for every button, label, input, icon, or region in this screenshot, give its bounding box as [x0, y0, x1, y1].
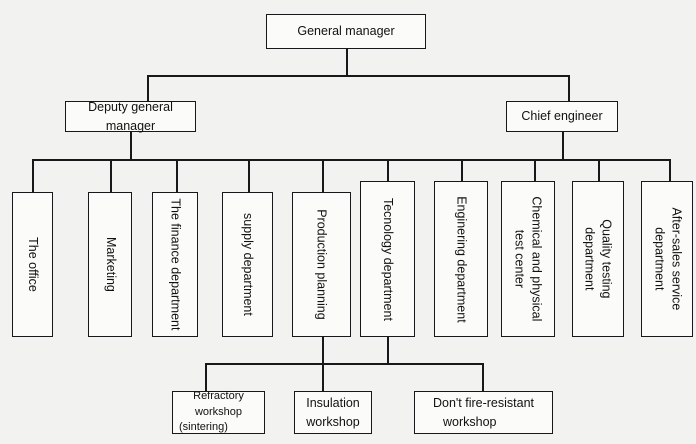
node-general-manager-label: General manager [297, 24, 395, 39]
node-dont-fire-resistant-workshop-line1: Don't fire-resistant [432, 396, 535, 411]
connector-technology-stem [387, 337, 389, 364]
connector-gm-stem [346, 49, 348, 76]
connector-drop-finance [176, 159, 178, 192]
connector-drop-chemical-test [534, 159, 536, 181]
node-after-sales-line2: department [652, 227, 666, 291]
node-engineering-department-label: Enginering department [454, 195, 469, 323]
connector-to-deputy [147, 75, 149, 102]
node-marketing-label: Marketing [103, 237, 118, 292]
connector-drop-refractory [205, 363, 207, 391]
connector-drop-the-office [32, 159, 34, 192]
node-after-sales-service-department-label: After-sales service department [650, 208, 684, 311]
connector-drop-after-sales [669, 159, 671, 181]
node-marketing[interactable]: Marketing [88, 192, 132, 337]
connector-production-planning-stem [322, 337, 324, 364]
node-after-sales-service-department[interactable]: After-sales service department [641, 181, 693, 337]
node-refractory-workshop-line2: (sintering) [179, 421, 228, 434]
node-quality-testing-line2: department [583, 227, 597, 291]
node-refractory-workshop[interactable]: Refractory workshop (sintering) [172, 389, 265, 434]
node-chemical-and-physical-test-center-label: Chemical and physical test center [511, 196, 545, 321]
node-supply-department[interactable]: supply department [222, 192, 273, 337]
node-the-office-label: The office [25, 237, 40, 292]
node-chemical-test-line1: Chemical and physical [529, 196, 544, 322]
connector-deputy-stem [130, 132, 132, 160]
node-deputy-general-manager[interactable]: Deputy general manager [65, 100, 196, 133]
node-insulation-workshop-line1: Insulation [306, 396, 360, 411]
connector-drop-technology [387, 159, 389, 181]
node-general-manager[interactable]: General manager [266, 14, 426, 49]
node-the-finance-department-label: The finance department [168, 198, 183, 331]
node-quality-testing-line1: Quality testing [599, 219, 614, 299]
node-the-finance-department[interactable]: The finance department [152, 192, 198, 337]
node-insulation-workshop-line2: workshop [306, 414, 360, 429]
node-chemical-test-line2: test center [513, 229, 527, 289]
node-chief-engineer-label: Chief engineer [521, 109, 603, 124]
node-deputy-general-manager-label: Deputy general manager [88, 100, 173, 133]
node-chief-engineer[interactable]: Chief engineer [506, 101, 618, 132]
connector-drop-engineering [461, 159, 463, 181]
node-the-office[interactable]: The office [12, 192, 53, 337]
node-chemical-and-physical-test-center[interactable]: Chemical and physical test center [501, 181, 555, 337]
node-production-planning[interactable]: Production planning [292, 192, 351, 337]
connector-drop-dont-fire-resistant [482, 363, 484, 391]
connector-level2-bus [147, 75, 569, 77]
connector-to-chief-engineer [568, 75, 570, 102]
connector-level3-bus [32, 159, 671, 161]
node-refractory-workshop-line1: Refractory workshop [193, 389, 244, 418]
node-dont-fire-resistant-workshop-line2: workshop [443, 414, 497, 429]
node-production-planning-label: Production planning [314, 209, 329, 320]
node-dont-fire-resistant-workshop[interactable]: Don't fire-resistant workshop [414, 391, 553, 434]
node-supply-department-label: supply department [240, 213, 255, 316]
connector-drop-supply [248, 159, 250, 192]
connector-drop-insulation [322, 363, 324, 391]
connector-level4-bus [205, 363, 483, 365]
node-insulation-workshop[interactable]: Insulation workshop [294, 391, 372, 434]
node-quality-testing-department-label: Quality testing department [581, 219, 615, 298]
connector-chief-stem [562, 132, 564, 160]
node-after-sales-line1: After-sales service [668, 207, 683, 311]
node-quality-testing-department[interactable]: Quality testing department [572, 181, 624, 337]
connector-drop-quality-testing [598, 159, 600, 181]
connector-drop-production-planning [322, 159, 324, 192]
connector-drop-marketing [110, 159, 112, 192]
node-technology-department[interactable]: Tecnology department [360, 181, 415, 337]
node-technology-department-label: Tecnology department [380, 197, 395, 321]
node-engineering-department[interactable]: Enginering department [434, 181, 488, 337]
